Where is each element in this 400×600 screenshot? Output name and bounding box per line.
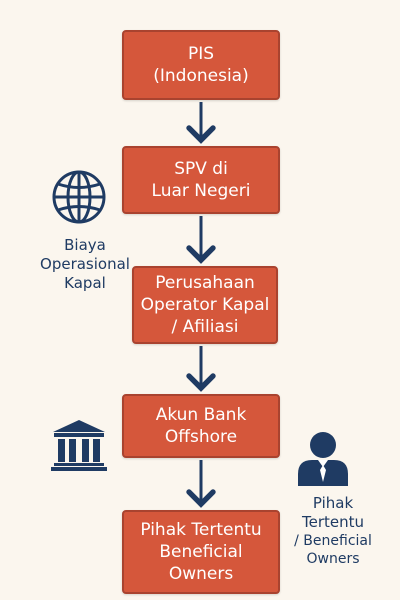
label-pihak-line-1: Pihak xyxy=(312,494,354,512)
label-pihak-line-2: Tertentu xyxy=(301,513,364,531)
label-biaya-line-3: Kapal xyxy=(64,274,106,292)
label-pihak-tertentu: Pihak Tertentu / Beneficial Owners xyxy=(278,494,388,568)
box-operator-line-3: / Afiliasi xyxy=(171,317,239,337)
box-operator-kapal: Perusahaan Operator Kapal / Afiliasi xyxy=(132,266,278,344)
label-biaya-line-1: Biaya xyxy=(64,236,106,254)
box-owners-line-3: Owners xyxy=(168,564,234,584)
globe-icon xyxy=(52,170,106,224)
label-pihak-line-3: / Beneficial xyxy=(294,533,372,549)
box-bank-line-2: Offshore xyxy=(164,427,238,447)
box-operator-line-2: Operator Kapal xyxy=(140,295,270,315)
person-icon xyxy=(298,432,348,486)
box-bank-line-1: Akun Bank xyxy=(155,405,247,425)
box-beneficial-owners: Pihak Tertentu Beneficial Owners xyxy=(122,510,280,594)
box-operator-line-1: Perusahaan xyxy=(155,273,255,293)
box-spv-line-2: Luar Negeri xyxy=(151,181,251,201)
label-pihak-line-4: Owners xyxy=(306,551,360,567)
box-spv-luar-negeri: SPV di Luar Negeri xyxy=(122,146,280,214)
box-akun-bank-offshore: Akun Bank Offshore xyxy=(122,394,280,458)
box-pis-indonesia: PIS (Indonesia) xyxy=(122,30,280,100)
box-pis-line-2: (Indonesia) xyxy=(153,66,249,86)
label-biaya-line-2: Operasional xyxy=(40,255,130,273)
bank-building-icon xyxy=(51,420,107,471)
box-spv-line-1: SPV di xyxy=(174,159,228,179)
box-pis-line-1: PIS xyxy=(187,44,215,64)
label-biaya-operasional: Biaya Operasional Kapal xyxy=(30,236,140,293)
box-owners-line-1: Pihak Tertentu xyxy=(140,520,262,540)
box-owners-line-2: Beneficial xyxy=(159,542,243,562)
